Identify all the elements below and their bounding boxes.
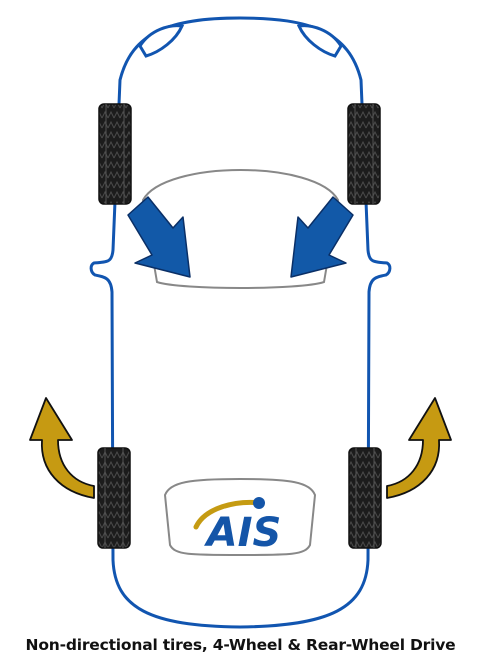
tire-rear-left xyxy=(97,447,131,549)
car-body-outline xyxy=(89,16,392,629)
headlight-right xyxy=(296,24,343,58)
ais-logo: AIS xyxy=(193,497,282,556)
arrow-down-inward-icon xyxy=(290,196,354,278)
diagram-caption: Non-directional tires, 4-Wheel & Rear-Wh… xyxy=(25,636,456,654)
curved-arrow-up-outward-icon xyxy=(386,397,452,499)
logo-text: AIS xyxy=(204,510,282,556)
tire-front-left xyxy=(98,103,132,205)
arrow-down-inward-icon xyxy=(127,196,191,278)
rear-window xyxy=(163,477,317,556)
tire-front-right xyxy=(347,103,381,205)
curved-arrow-up-outward-icon xyxy=(29,397,95,499)
windshield xyxy=(141,169,340,289)
tire-rear-right xyxy=(348,447,382,549)
headlight-left xyxy=(138,24,185,58)
